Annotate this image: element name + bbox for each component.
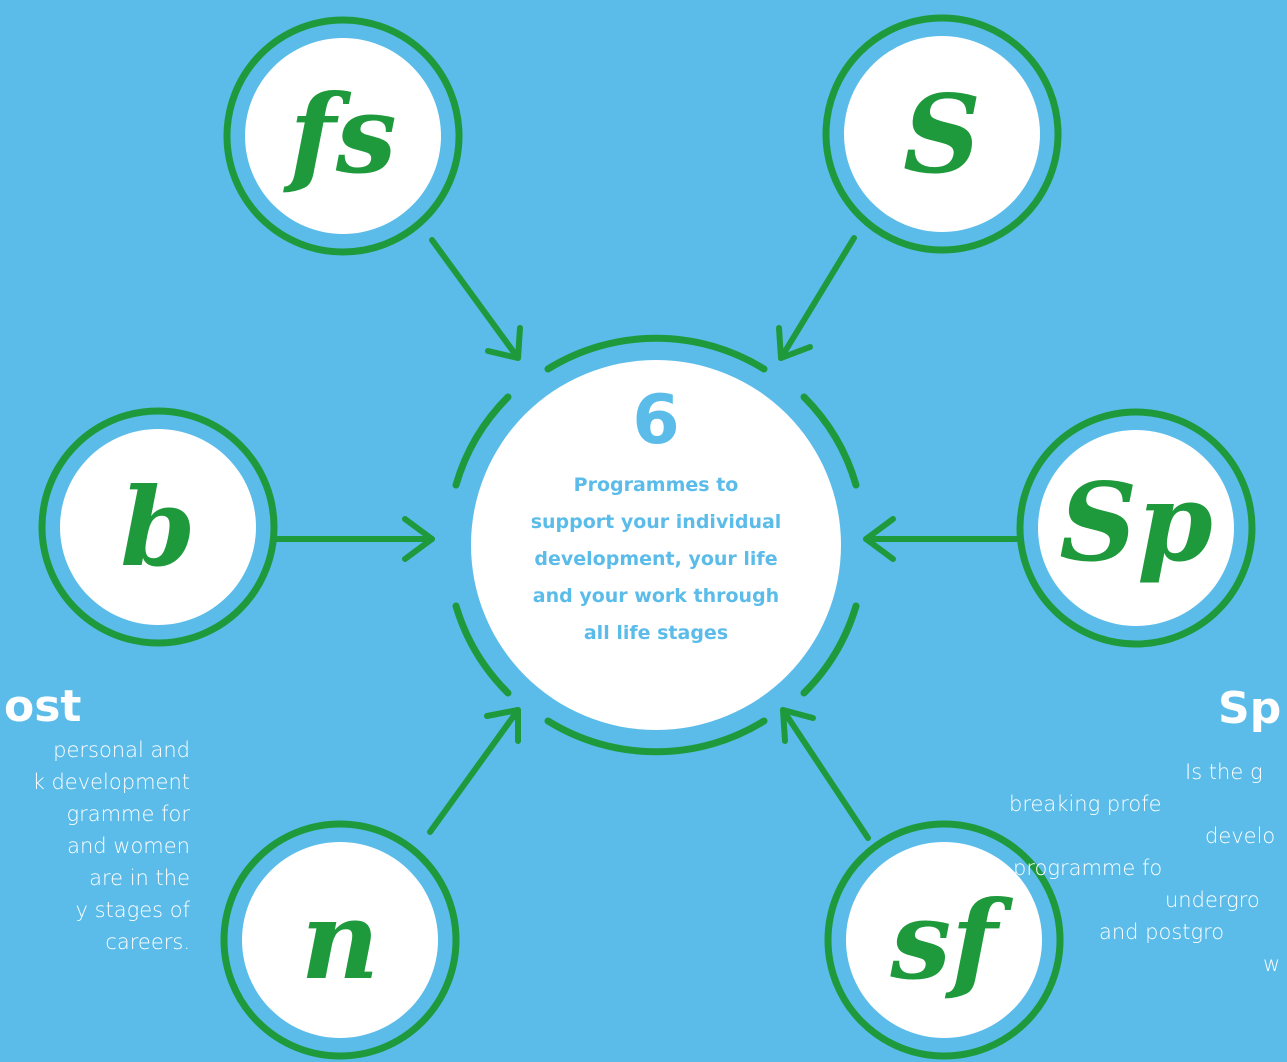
node-s-outer-ring <box>822 14 1062 254</box>
node-sf-disc <box>846 842 1042 1038</box>
node-n-disc <box>242 842 438 1038</box>
center-line-5: all life stages <box>584 622 728 644</box>
center-number: 6 <box>632 381 679 460</box>
right-panel-line-6: and postgro <box>1099 920 1225 944</box>
right-panel-line-5: undergro <box>1165 888 1260 912</box>
center-line-3: development, your life <box>534 548 777 570</box>
center-hub: 6 Programmes to support your individual … <box>452 334 860 756</box>
center-line-1: Programmes to <box>574 474 739 496</box>
node-b-outer-ring <box>38 407 278 647</box>
node-s-disc <box>844 36 1040 232</box>
left-panel-line-7: careers. <box>105 930 190 954</box>
arrow-sf <box>780 707 871 841</box>
center-arc-right-bottom <box>800 602 860 697</box>
right-panel-line-2: breaking profe <box>1009 792 1162 816</box>
arrow-fs <box>429 237 523 361</box>
left-panel-title: ost <box>4 681 82 732</box>
arrows <box>274 235 1023 841</box>
node-fs: fs <box>223 16 463 256</box>
node-b: b <box>38 407 278 647</box>
arrow-sp <box>863 516 1023 562</box>
center-arc-top <box>544 334 768 373</box>
left-panel-line-1: personal and <box>53 738 190 762</box>
node-s: S <box>822 14 1062 254</box>
left-panel-line-4: and women <box>67 834 190 858</box>
node-fs-disc <box>245 38 441 234</box>
center-line-2: support your individual <box>531 511 782 533</box>
center-arc-right-top <box>800 393 860 489</box>
left-panel-line-2: k development <box>32 770 190 794</box>
node-fs-outer-ring <box>223 16 463 256</box>
center-arc-left-top <box>452 393 512 489</box>
right-panel-body: Is the g breaking profe develo programme… <box>1009 756 1287 980</box>
right-panel-title: Sp <box>1218 683 1282 734</box>
right-panel-line-3: develo <box>1205 824 1276 848</box>
node-sp-disc <box>1038 430 1234 626</box>
right-panel-line-1: Is the g <box>1185 760 1263 784</box>
node-sf-letter: sf <box>889 878 1013 1004</box>
node-s-letter: S <box>903 72 981 198</box>
arrow-s <box>776 235 857 361</box>
left-panel-line-3: gramme for <box>66 802 191 826</box>
node-b-disc <box>60 429 256 625</box>
node-n-letter: n <box>301 878 380 1004</box>
center-arc-bottom <box>544 717 768 756</box>
center-circle <box>471 360 841 730</box>
left-panel-body: personal and k development gramme for an… <box>0 734 190 958</box>
center-line-4: and your work through <box>533 585 779 607</box>
node-n: n <box>220 820 460 1060</box>
arrow-b <box>274 516 435 562</box>
node-sp-outer-ring <box>1016 408 1256 648</box>
node-sf-outer-ring <box>824 820 1064 1060</box>
right-panel-line-7: w <box>1263 952 1281 976</box>
left-panel-line-5: are in the <box>89 866 190 890</box>
node-n-outer-ring <box>220 820 460 1060</box>
right-panel-line-4: programme fo <box>1013 856 1163 880</box>
node-fs-letter: fs <box>282 72 396 198</box>
arrow-n <box>427 707 521 835</box>
left-panel-line-6: y stages of <box>75 898 190 922</box>
node-sp: Sp <box>1016 408 1256 648</box>
node-b-letter: b <box>120 465 196 591</box>
node-sp-letter: Sp <box>1059 460 1213 586</box>
node-sf: sf <box>824 820 1064 1060</box>
center-arc-left-bottom <box>452 602 512 697</box>
